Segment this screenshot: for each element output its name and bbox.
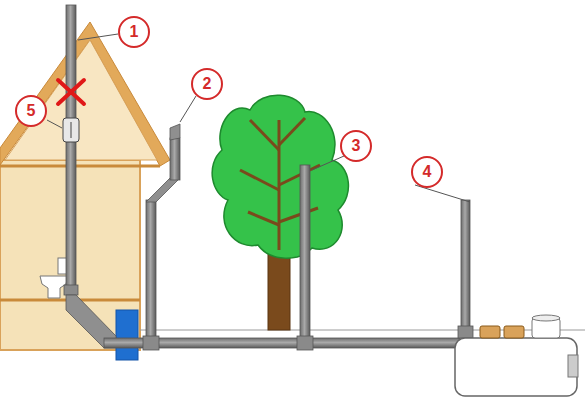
drawing-stroke [279, 165, 320, 185]
vent-pipe-4 [461, 200, 470, 338]
tank-hatch [480, 326, 500, 338]
drawing-stroke [180, 96, 196, 122]
tank-inlet [458, 326, 473, 338]
air-valve [63, 118, 79, 142]
callout-number: 4 [423, 164, 432, 180]
callout-number: 2 [203, 76, 212, 92]
callout-number: 3 [352, 138, 361, 154]
house [0, 22, 170, 350]
drawing-stroke [279, 118, 305, 145]
gable [5, 40, 157, 160]
valve-stem [71, 122, 72, 138]
vent-pipe-2-top [170, 138, 180, 180]
drawing-stroke [58, 80, 84, 104]
tank-outlet [568, 355, 578, 377]
tee-2 [143, 336, 159, 350]
drawing-stroke [250, 120, 279, 150]
valve-body [63, 118, 79, 142]
callout-number: 1 [130, 24, 139, 40]
drawing-stroke [248, 212, 279, 225]
callout-circle: 3 [340, 130, 372, 162]
tank-body [455, 338, 577, 396]
drawing-stroke [312, 156, 344, 170]
drawing-stroke [47, 120, 62, 128]
tee-3 [297, 336, 313, 350]
tank-lid [532, 315, 560, 321]
vent-pipe-3 [300, 165, 310, 340]
leader-lines [47, 34, 470, 202]
pipe-socket [64, 285, 78, 295]
drawing-stroke [240, 170, 279, 190]
ceiling [0, 165, 160, 168]
tank-hatch [504, 326, 524, 338]
drawing-stroke [78, 34, 118, 40]
sewer-pipes [64, 5, 473, 350]
drawing-stroke [58, 80, 84, 104]
drawing-stroke [279, 208, 318, 222]
tree-crown [212, 95, 348, 258]
tree [212, 95, 348, 330]
callout-circle: 5 [15, 95, 47, 127]
foundation-block [116, 310, 138, 360]
callout-circle: 2 [191, 68, 223, 100]
callout-circle: 1 [118, 16, 150, 48]
callout-circle: 4 [411, 156, 443, 188]
vent-offset-2 [146, 178, 180, 202]
vent-riser-1 [66, 5, 76, 290]
septic-tank [455, 315, 578, 396]
vent-cap-2 [170, 124, 180, 140]
vent-pipe-2 [146, 200, 156, 340]
callout-number: 5 [27, 103, 36, 119]
cross-mark [58, 80, 84, 104]
